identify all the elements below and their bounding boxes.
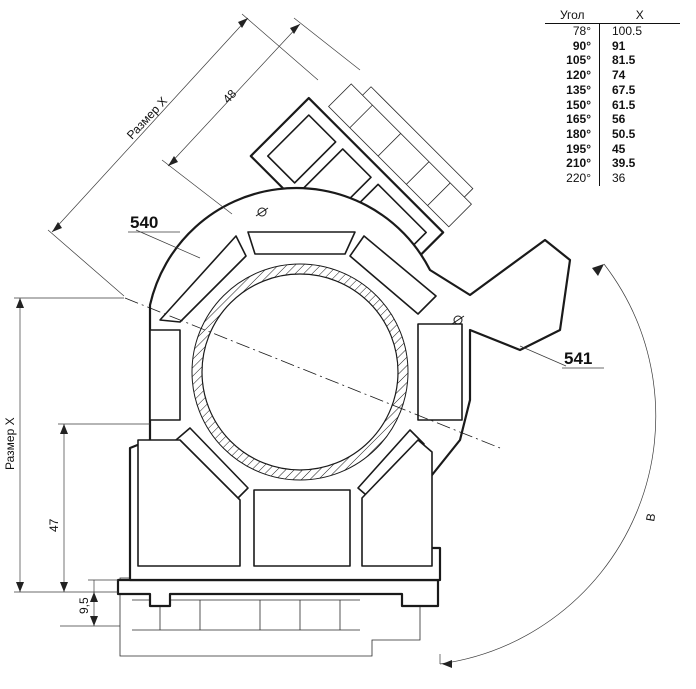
table-row: 135° 67.5 xyxy=(545,82,680,98)
table-row: 150° 61.5 xyxy=(545,97,680,113)
dimension-47 xyxy=(58,423,150,592)
dimension-48 xyxy=(161,17,361,215)
table-cell-angle: 120° xyxy=(545,68,600,83)
dim-47-label: 47 xyxy=(47,518,61,532)
table-cell-angle: 90° xyxy=(545,38,600,54)
table-cell-angle: 180° xyxy=(545,126,600,142)
dimension-angle-b xyxy=(439,263,657,668)
table-cell-x: 81.5 xyxy=(612,53,636,68)
size-x-left-label: Размер X xyxy=(3,417,17,470)
table-cell-angle: 220° xyxy=(545,171,600,186)
table-header-angle: Угол xyxy=(545,8,600,24)
table-cell-x: 67.5 xyxy=(612,82,636,97)
table-cell-angle: 195° xyxy=(545,141,600,157)
table-cell-x: 61.5 xyxy=(612,97,636,112)
angle-b-label: B xyxy=(643,512,658,522)
dimension-9-5 xyxy=(60,579,120,627)
table-cell-angle: 135° xyxy=(545,82,600,98)
table-cell-x: 39.5 xyxy=(612,156,636,171)
table-cell-angle: 78° xyxy=(545,23,600,39)
table-row: 105° 81.5 xyxy=(545,53,680,69)
table-cell-x: 74 xyxy=(612,68,626,83)
table-row: 210° 39.5 xyxy=(545,156,680,172)
table-row: 120° 74 xyxy=(545,68,680,83)
table-row: 90° 91 xyxy=(545,38,680,54)
table-cell-x: 100.5 xyxy=(612,24,643,38)
table-cell-angle: 105° xyxy=(545,53,600,69)
part-label-540: 540 xyxy=(130,213,158,232)
table-cell-x: 91 xyxy=(612,38,626,53)
part-label-541: 541 xyxy=(564,349,592,368)
table-cell-x: 56 xyxy=(612,112,626,127)
screw-marker-upper xyxy=(255,207,269,217)
table-cell-angle: 150° xyxy=(545,97,600,113)
axis-centerline xyxy=(124,297,501,449)
angle-size-table: Угол X 78° 100.5 90° 91 105° 81.5 120° 74 135° 67… xyxy=(545,8,680,186)
steel-insert-ring xyxy=(191,263,409,481)
table-cell-x: 45 xyxy=(612,141,626,156)
dimension-size-x-left xyxy=(14,297,124,593)
leader-541 xyxy=(519,345,567,367)
size-x-upper-label: Размер X xyxy=(124,94,170,142)
table-row: 78° 100.5 xyxy=(545,23,680,39)
table-cell-angle: 165° xyxy=(545,112,600,127)
table-cell-angle: 210° xyxy=(545,156,600,172)
table-cell-x: 36 xyxy=(612,171,626,186)
dim-48-label: 48 xyxy=(220,86,240,106)
table-row: 180° 50.5 xyxy=(545,126,680,142)
table-row: 165° 56 xyxy=(545,112,680,127)
table-body: 78° 100.5 90° 91 105° 81.5 120° 74 135° 67.5 150° 6… xyxy=(545,23,680,186)
table-row: 220° 36 xyxy=(545,171,680,186)
dimension-size-x-upper xyxy=(47,13,319,297)
screw-marker-right xyxy=(451,315,465,325)
table-cell-x: 50.5 xyxy=(612,126,636,141)
table-header-x: X xyxy=(599,8,680,24)
dim-9-5-label: 9,5 xyxy=(77,597,91,614)
leader-540 xyxy=(135,229,201,259)
table-row: 195° 45 xyxy=(545,141,680,157)
lower-frame-profile xyxy=(116,577,440,657)
